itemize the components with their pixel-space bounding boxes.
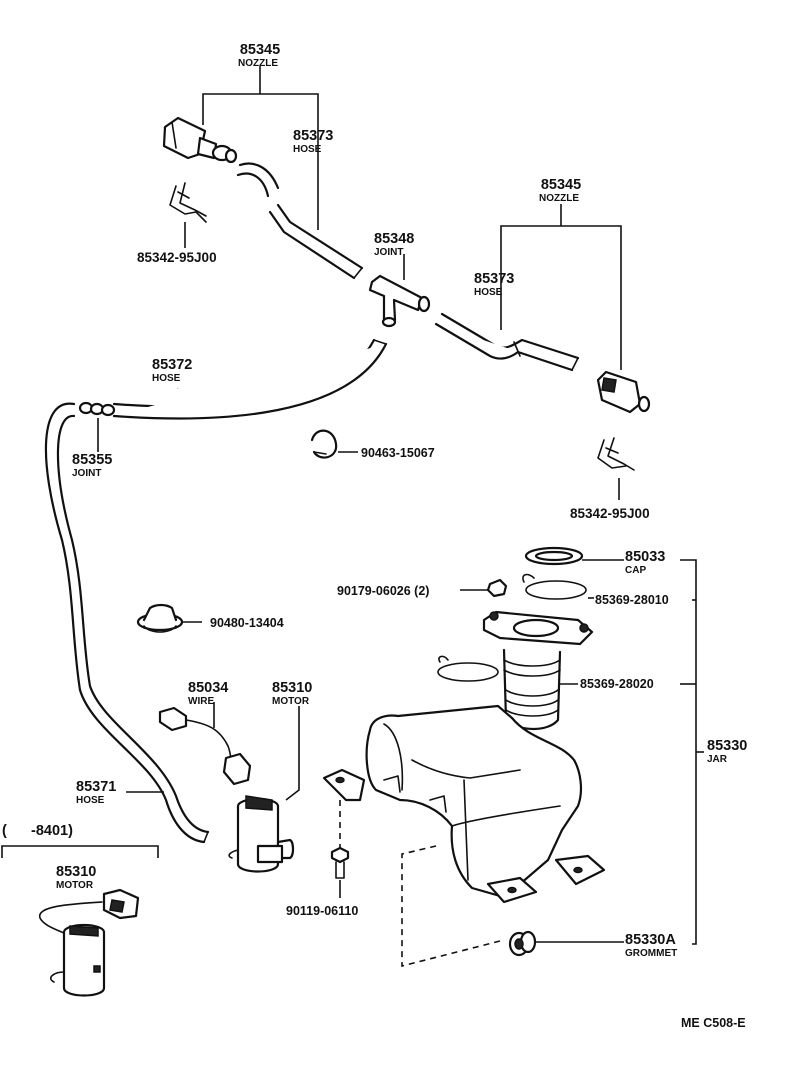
- part-name-jar: JAR: [707, 754, 728, 765]
- motor-group: [228, 706, 300, 873]
- part-number-nozzle-right: 85345: [541, 177, 581, 193]
- part-number-joint-tee: 85348: [374, 231, 414, 247]
- hose-top-drawing: [236, 162, 364, 280]
- part-number-hose-right: 85373: [474, 271, 514, 287]
- nozzle-top-group: [162, 66, 364, 280]
- part-number-motor: 85310: [272, 680, 312, 696]
- joint-tee-drawing: [368, 274, 431, 328]
- part-number-bolt: 90119-06110: [286, 904, 358, 918]
- hose-main-group: [112, 338, 388, 420]
- hose-right-drawing: [434, 312, 580, 372]
- part-number-motor-old: 85310: [56, 864, 96, 880]
- motor-old-range-label: ( -8401): [2, 823, 73, 839]
- part-name-hose-top: HOSE: [293, 144, 322, 155]
- part-number-clamp: 90463-15067: [361, 446, 435, 460]
- clip-left-drawing: [169, 182, 207, 248]
- nozzle-top-drawing: [162, 116, 238, 164]
- nozzle-right-group: [434, 204, 651, 500]
- part-number-oring-lower: 85369-28020: [580, 677, 654, 691]
- part-name-wire: WIRE: [188, 696, 214, 707]
- part-number-cap: 85033: [625, 549, 665, 565]
- part-number-clip-right: 85342-95J00: [570, 506, 650, 521]
- part-name-motor-old: MOTOR: [56, 880, 94, 891]
- grommet-plug-group: [136, 603, 202, 633]
- part-name-hose-main: HOSE: [152, 373, 181, 384]
- wire-drawing: [158, 706, 252, 786]
- part-name-motor: MOTOR: [272, 696, 310, 707]
- motor-old-group: [1, 845, 159, 997]
- labels: 85345 NOZZLE 85373 HOSE 85342-95J00 8534…: [2, 42, 747, 1030]
- part-name-joint-tee: JOINT: [374, 247, 403, 258]
- wire-group: [158, 702, 252, 786]
- part-number-hose-side: 85371: [76, 779, 116, 795]
- part-number-hose-top: 85373: [293, 128, 333, 144]
- part-number-hose-main: 85372: [152, 357, 192, 373]
- part-number-oring-upper: 85369-28010: [595, 593, 669, 607]
- grommet-group: [508, 930, 624, 957]
- part-number-jar: 85330: [707, 738, 747, 754]
- part-name-joint-small: JOINT: [72, 468, 101, 479]
- jar-bracket: [560, 559, 704, 945]
- clamp-group: [310, 429, 358, 459]
- part-name-nozzle-top: NOZZLE: [238, 58, 278, 69]
- reference-code: ME C508-E: [681, 1016, 746, 1030]
- part-number-grommet: 85330A: [625, 932, 676, 948]
- bolt-group: [330, 846, 350, 898]
- part-name-cap: CAP: [625, 565, 646, 576]
- part-number-nut: 90179-06026 (2): [337, 584, 429, 598]
- cap-group: [524, 546, 624, 566]
- joint-small-drawing: [78, 401, 116, 417]
- part-number-joint-small: 85355: [72, 452, 112, 468]
- nut-group: [460, 578, 508, 598]
- part-number-nozzle-top: 85345: [240, 42, 280, 58]
- oring-upper-group: [522, 573, 594, 600]
- part-number-clip-left: 85342-95J00: [137, 250, 217, 265]
- joint-tee-group: [368, 254, 431, 328]
- jar-drawing: [322, 610, 606, 968]
- part-number-grommet-plug: 90480-13404: [210, 616, 284, 630]
- joint-small-group: [78, 401, 116, 452]
- part-name-hose-right: HOSE: [474, 287, 503, 298]
- motor-drawing: [228, 795, 295, 873]
- motor-old-drawing: [39, 888, 140, 997]
- part-name-nozzle-right: NOZZLE: [539, 193, 579, 204]
- part-number-wire: 85034: [188, 680, 228, 696]
- part-name-grommet: GROMMET: [625, 948, 677, 959]
- clip-right-drawing: [597, 437, 635, 500]
- part-name-hose-side: HOSE: [76, 795, 105, 806]
- nozzle-right-drawing: [596, 370, 651, 414]
